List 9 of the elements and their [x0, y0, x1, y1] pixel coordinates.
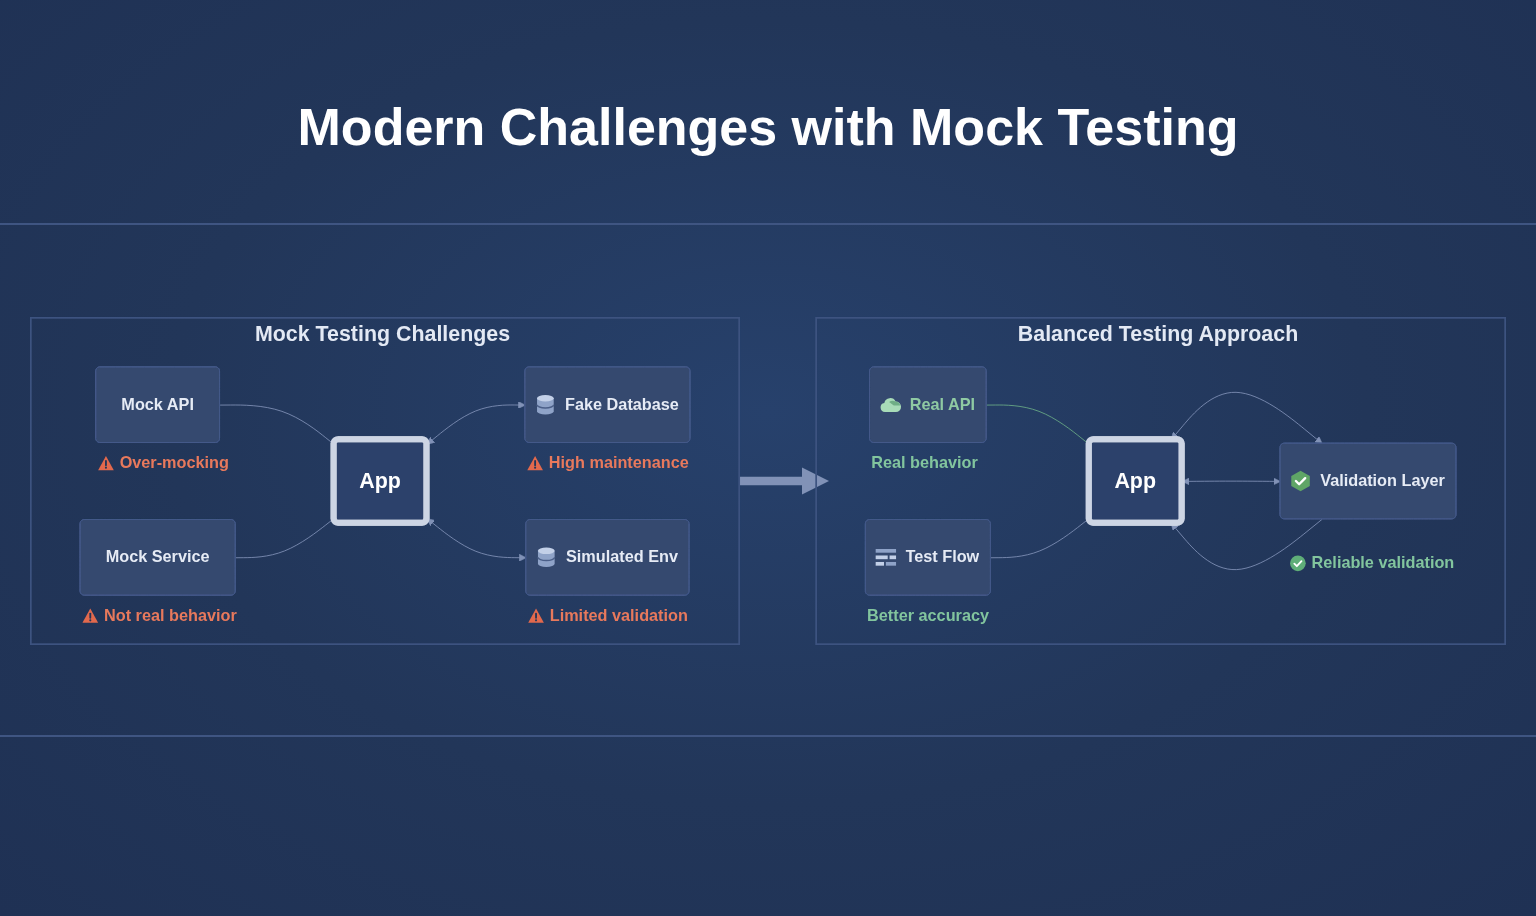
diagram-title: Modern Challenges with Mock Testing: [297, 97, 1239, 158]
warning-note: Limited validation: [549, 605, 688, 624]
benefit-note: Real behavior: [871, 453, 978, 472]
arrow: [739, 467, 830, 495]
benefit-note: Better accuracy: [867, 605, 989, 624]
warning-note: High maintenance: [548, 453, 689, 472]
warning-note: Over-mocking: [119, 453, 229, 472]
warning-note: Not real behavior: [103, 605, 237, 624]
benefit-note: Reliable validation: [1311, 553, 1455, 572]
